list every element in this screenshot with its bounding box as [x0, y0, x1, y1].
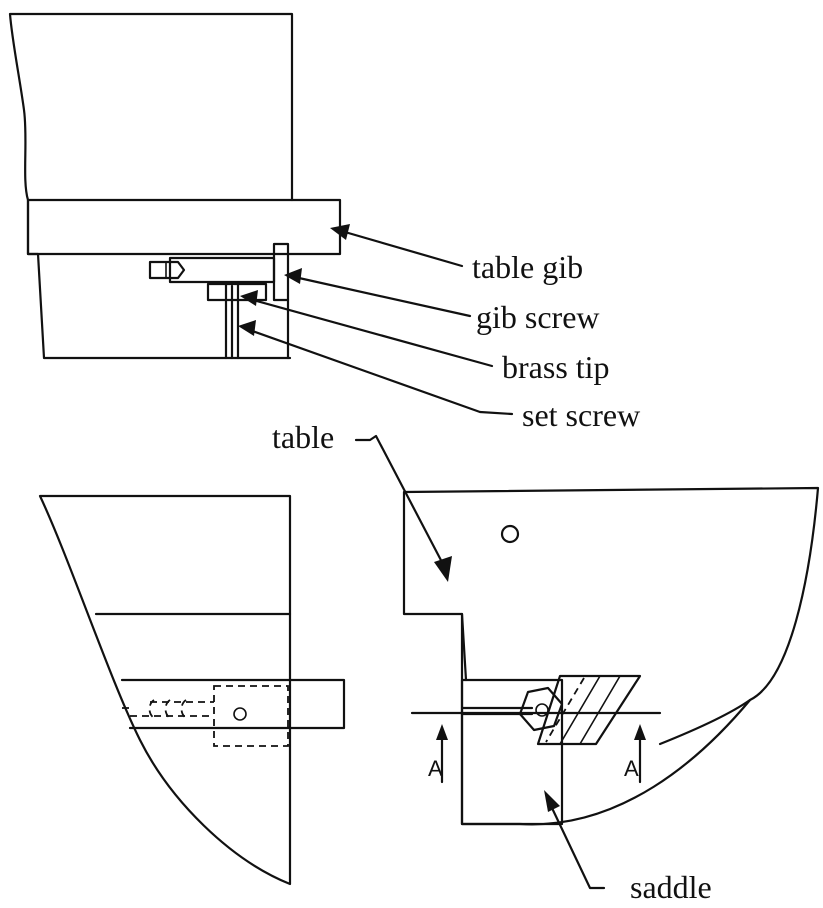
hidden-thread [148, 699, 187, 719]
screw-center [535, 703, 549, 717]
label-gib-screw: gib screw [476, 299, 600, 335]
hidden-screw-center [233, 707, 247, 721]
label-table: table [272, 419, 334, 455]
saddle-arrowhead [544, 790, 560, 812]
hidden-screw-head [213, 685, 289, 747]
set-screw-part [224, 282, 240, 360]
saddle-block [460, 678, 564, 826]
set-screw-arrowhead [238, 320, 256, 336]
saddle-leader [550, 806, 606, 890]
set-screw-leader [242, 326, 514, 416]
gib-hatched [536, 674, 642, 746]
table-leader [354, 434, 446, 568]
gib-screw-leader [288, 274, 472, 318]
section-arrow-left [436, 724, 448, 740]
table-arrowhead [434, 556, 452, 582]
label-table-gib: table gib [472, 249, 583, 285]
brass-tip-leader [244, 296, 494, 368]
bottom-right-view [402, 486, 820, 826]
saddle-table-outline [402, 486, 820, 826]
gib-hatch-lines [559, 675, 621, 745]
oil-hole-icon [500, 524, 520, 544]
bottom-left-view [38, 494, 346, 886]
section-label-left: A [428, 756, 443, 781]
section-arrow-right [634, 724, 646, 740]
saddle-curve [658, 698, 752, 746]
side-gib-strip [120, 678, 346, 730]
label-brass-tip: brass tip [502, 349, 610, 385]
table-gib-leader [336, 228, 464, 268]
gib-screw-part [148, 242, 290, 302]
top-view [8, 12, 342, 360]
table-gib-arrowhead [330, 224, 350, 240]
label-set-screw: set screw [522, 397, 640, 433]
leader-lines-top [238, 224, 514, 416]
gib-hidden-edge [545, 677, 585, 743]
hidden-screw-shank [122, 701, 214, 717]
table-body-outline [8, 12, 294, 360]
gib-screw-arrowhead [284, 268, 302, 284]
label-saddle: saddle [630, 869, 712, 905]
table-gib-part [26, 198, 342, 256]
side-body-outline [38, 494, 292, 886]
step-line [460, 612, 468, 682]
brass-tip-arrowhead [240, 290, 258, 306]
section-label-right: A [624, 756, 639, 781]
